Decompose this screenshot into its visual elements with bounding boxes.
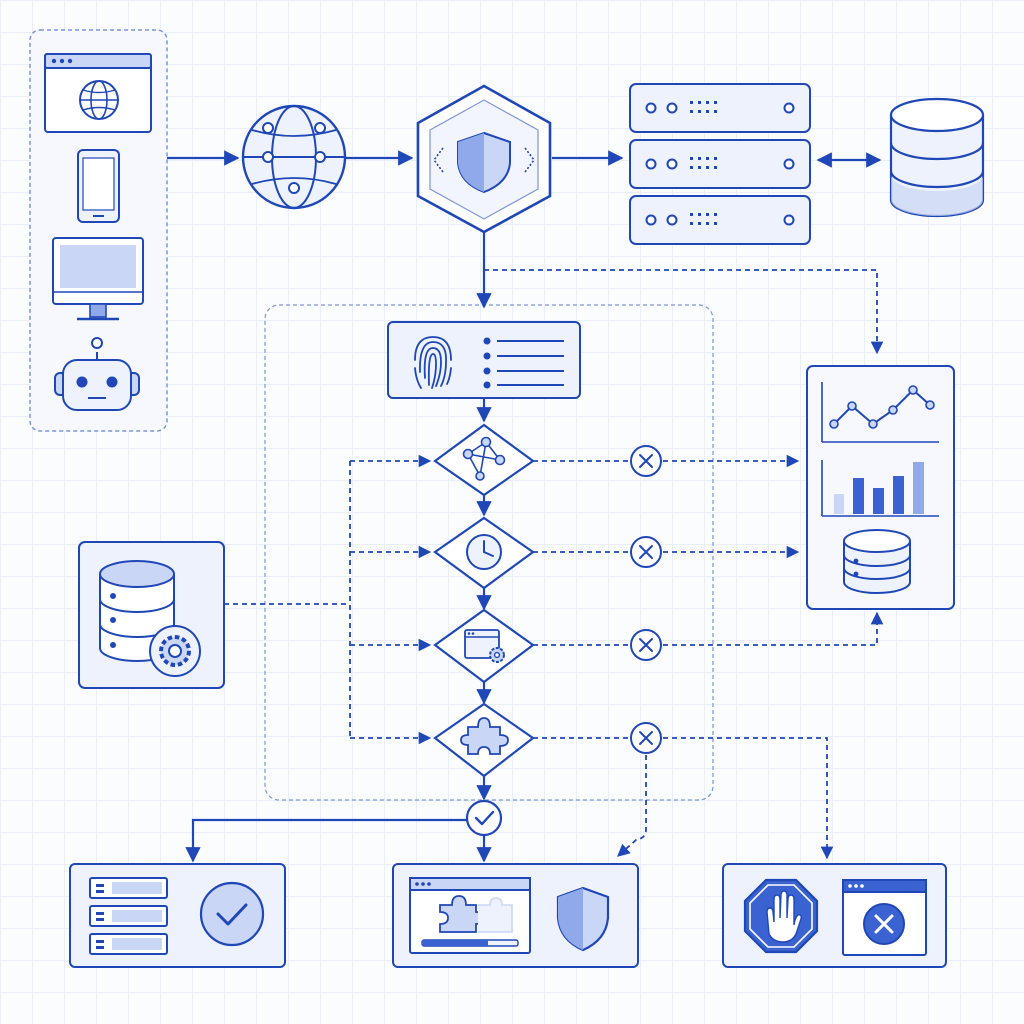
reject-icon	[630, 722, 662, 754]
edge-reject3-monitoring	[663, 611, 884, 646]
check-circle-icon	[199, 881, 265, 947]
request-blocked-card	[722, 863, 947, 968]
check-circle-icon	[465, 799, 503, 837]
error-window-icon	[842, 879, 927, 956]
clock-icon	[466, 534, 502, 570]
edge-gateway-monitoring	[484, 269, 884, 355]
window-gear-icon	[464, 629, 505, 663]
edges	[167, 150, 882, 863]
reject-icon	[630, 445, 662, 477]
bar-chart-icon	[821, 460, 939, 517]
routing-check-diamond	[433, 423, 535, 497]
database-gear-icon	[99, 560, 201, 677]
puzzle-piece-icon	[460, 717, 509, 755]
server-rack-icon	[629, 83, 811, 245]
line-chart-icon	[821, 382, 939, 443]
authentication-card	[387, 321, 581, 399]
config-check-diamond	[433, 608, 535, 684]
edge-reject4-blocked	[663, 737, 834, 860]
shield-icon	[556, 886, 610, 952]
rate-limit-check-diamond	[433, 516, 535, 590]
plugin-window-icon	[409, 877, 531, 954]
credential-list	[483, 337, 491, 389]
shield-hexagon-icon	[416, 84, 552, 234]
monitoring-panel	[806, 365, 955, 610]
database-icon	[889, 97, 985, 218]
stop-hand-icon	[743, 878, 819, 954]
config-store-card	[78, 541, 225, 689]
network-nodes-icon	[462, 436, 506, 481]
robot-icon	[54, 337, 140, 411]
fingerprint-icon	[414, 336, 452, 389]
dashed-edges	[224, 269, 884, 860]
server-unit	[629, 139, 811, 189]
globe-network-icon	[241, 104, 347, 210]
server-stack-icon	[89, 877, 168, 955]
database-icon	[843, 529, 911, 594]
edge-success-upstream	[185, 818, 467, 863]
smartphone-icon	[77, 149, 120, 223]
reject-markers	[630, 445, 662, 754]
plugin-check-diamond	[433, 702, 535, 778]
edge-reject4-plugin-security	[617, 755, 647, 857]
reject-icon	[630, 629, 662, 661]
plugin-security-card	[392, 863, 639, 968]
server-unit	[629, 195, 811, 245]
desktop-monitor-icon	[52, 237, 144, 321]
upstream-success-card	[69, 863, 286, 968]
browser-window-globe-icon	[44, 53, 152, 133]
reject-icon	[630, 536, 662, 568]
server-unit	[629, 83, 811, 133]
